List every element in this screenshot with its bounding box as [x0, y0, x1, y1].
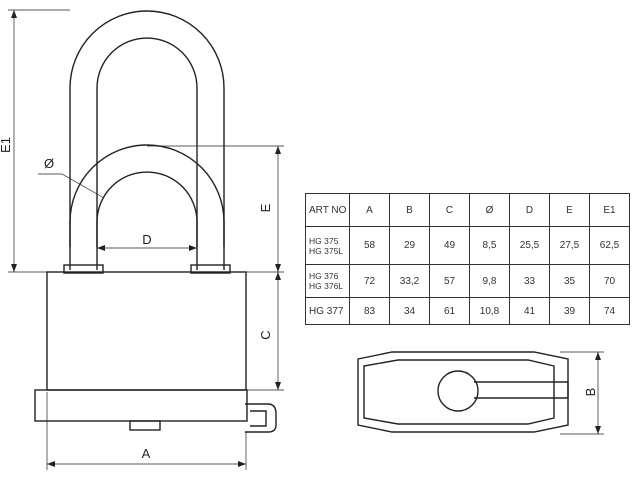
- header-a: A: [349, 193, 390, 227]
- header-e1: E1: [589, 193, 630, 227]
- padlock-base: [34, 389, 248, 422]
- table-cell: 33,2: [389, 264, 430, 298]
- table-cell: 58: [349, 226, 390, 265]
- table-cell: 33: [509, 264, 550, 298]
- table-cell: 39: [549, 297, 590, 325]
- table-cell: 29: [389, 226, 430, 265]
- art-no-line: HG 375L: [309, 245, 344, 256]
- table-cell: 8,5: [469, 226, 510, 265]
- header-diameter: Ø: [469, 193, 510, 227]
- table-cell: 83: [349, 297, 390, 325]
- table-cell: 72: [349, 264, 390, 298]
- table-cell: 61: [429, 297, 470, 325]
- table-cell: 25,5: [509, 226, 550, 265]
- art-no-line: HG 376L: [309, 281, 344, 291]
- shackle-foot-right: [190, 264, 231, 274]
- header-d: D: [509, 193, 550, 227]
- table-cell: 57: [429, 264, 470, 298]
- art-no-cell: HG 375 HG 375L: [305, 226, 350, 265]
- table-cell: 74: [589, 297, 630, 325]
- art-no-line: HG 375: [309, 235, 339, 246]
- label-e1: E1: [0, 137, 13, 153]
- table-cell: 49: [429, 226, 470, 265]
- label-c: C: [258, 330, 273, 339]
- table-cell: 41: [509, 297, 550, 325]
- long-shackle-inner: [96, 37, 198, 270]
- header-c: C: [429, 193, 470, 227]
- art-no-cell: HG 377: [305, 297, 350, 325]
- padlock-top-view: [357, 351, 569, 433]
- long-shackle-outer: [69, 10, 225, 270]
- spec-table: ART NO A B C Ø D E E1 HG 375 HG 375L 58 …: [305, 193, 630, 325]
- header-e: E: [549, 193, 590, 227]
- latch: [245, 403, 277, 433]
- shackle-foot-left: [63, 264, 104, 274]
- key-stub: [129, 420, 161, 431]
- padlock-body: [46, 271, 247, 391]
- label-a: A: [142, 446, 151, 461]
- label-e: E: [258, 203, 273, 212]
- table-header-row: ART NO A B C Ø D E E1: [305, 193, 630, 227]
- header-art-no: ART NO: [305, 193, 350, 227]
- table-row: HG 377 83 34 61 10,8 41 39 74: [305, 297, 630, 325]
- label-d: D: [142, 232, 151, 247]
- table-cell: 27,5: [549, 226, 590, 265]
- table-cell: 9,8: [469, 264, 510, 298]
- table-cell: 62,5: [589, 226, 630, 265]
- table-cell: 70: [589, 264, 630, 298]
- art-no-cell: HG 376 HG 376L: [305, 264, 350, 298]
- table-cell: 34: [389, 297, 430, 325]
- header-b: B: [389, 193, 430, 227]
- label-b: B: [583, 388, 598, 397]
- table-row: HG 375 HG 375L 58 29 49 8,5 25,5 27,5 62…: [305, 226, 630, 265]
- art-no-line: HG 376: [309, 271, 339, 281]
- table-cell: 10,8: [469, 297, 510, 325]
- short-shackle-outer: [69, 144, 225, 247]
- table-row: HG 376 HG 376L 72 33,2 57 9,8 33 35 70: [305, 264, 630, 298]
- short-shackle-inner: [96, 171, 198, 247]
- label-diameter: Ø: [44, 156, 54, 171]
- table-cell: 35: [549, 264, 590, 298]
